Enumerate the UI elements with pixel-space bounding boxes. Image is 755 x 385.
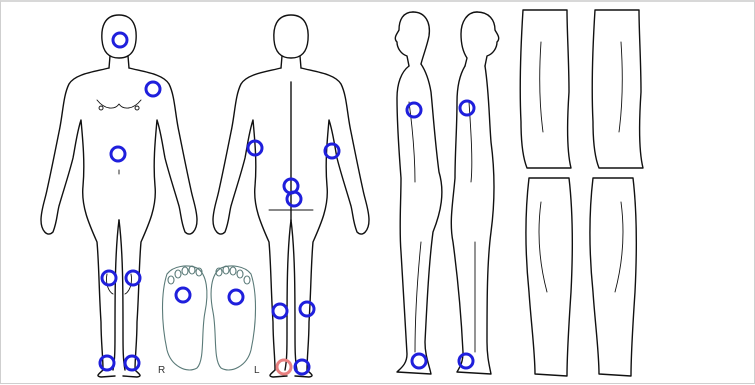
lower-legs-figure <box>526 178 636 376</box>
marker-foot-side-left[interactable] <box>459 354 473 368</box>
marker-left-calf-back[interactable] <box>273 304 287 318</box>
marker-abdomen[interactable] <box>111 147 125 161</box>
left-foot-label: L <box>254 365 260 376</box>
marker-left-knee-front[interactable] <box>126 271 140 285</box>
marker-left-shoulder-front[interactable] <box>146 82 160 96</box>
marker-lower-back-lower[interactable] <box>287 192 301 206</box>
marker-upper-arm-side-right[interactable] <box>407 103 421 117</box>
marker-foot-side-right[interactable] <box>412 354 426 368</box>
front-body-figure <box>41 15 197 377</box>
foot-soles-figure <box>163 266 256 370</box>
marker-left-heel-back[interactable] <box>277 360 291 374</box>
marker-right-sole[interactable] <box>176 288 190 302</box>
marker-left-sole[interactable] <box>229 290 243 304</box>
marker-upper-arm-side-left[interactable] <box>460 101 474 115</box>
marker-right-knee-front[interactable] <box>102 271 116 285</box>
marker-left-foot-front[interactable] <box>125 356 139 370</box>
side-body-figure-right <box>395 12 442 374</box>
side-body-figure-left <box>451 12 498 374</box>
back-body-figure <box>213 15 369 377</box>
marker-nose[interactable] <box>113 33 127 47</box>
right-foot-label: R <box>158 365 165 376</box>
upper-legs-figure <box>520 10 643 168</box>
marker-right-calf-back[interactable] <box>300 302 314 316</box>
marker-right-foot-front[interactable] <box>100 356 114 370</box>
